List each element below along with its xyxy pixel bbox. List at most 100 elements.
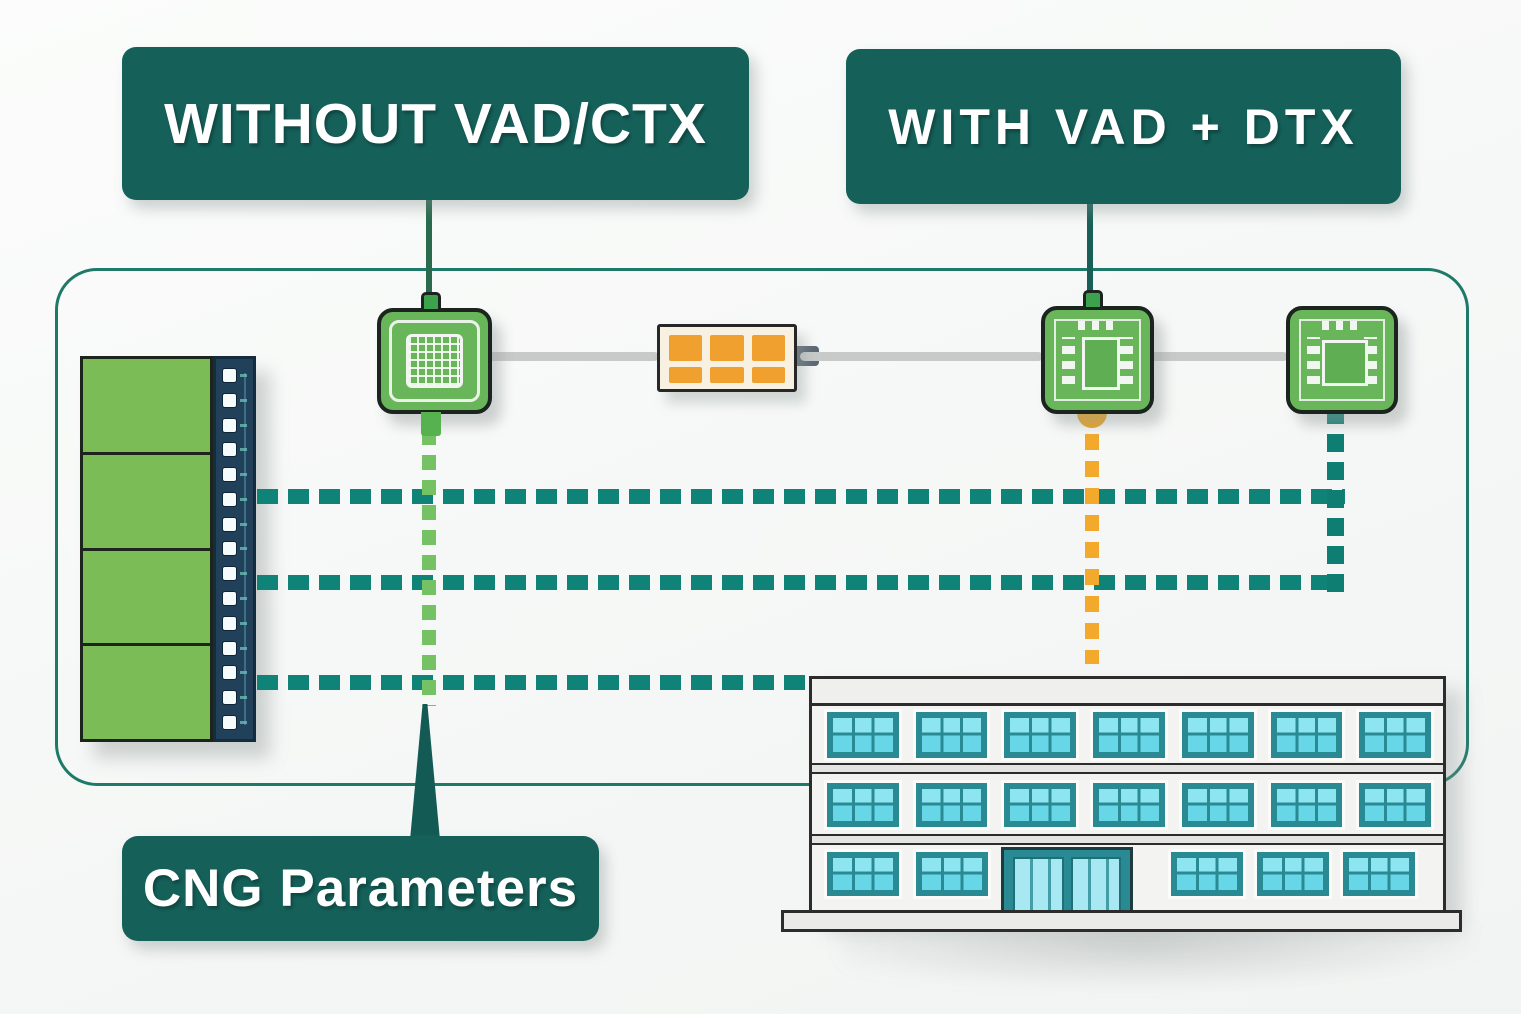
chip-pads	[1306, 337, 1321, 384]
window-glass	[1177, 858, 1237, 890]
rack-led-console	[213, 356, 256, 742]
chip-core	[1081, 337, 1121, 390]
noise-frame-cell	[751, 335, 785, 361]
chip-pads	[1061, 337, 1076, 384]
office-building-icon	[781, 670, 1501, 990]
window-icon	[1004, 712, 1077, 758]
window-glass	[1099, 718, 1159, 752]
chip-pads	[1077, 321, 1118, 330]
with-title-connector-line	[1087, 204, 1093, 310]
rack-led-icon	[223, 567, 247, 581]
window-icon	[1171, 852, 1243, 896]
window-glass	[1187, 718, 1248, 752]
window-glass	[1365, 718, 1426, 752]
chip-core	[1322, 340, 1368, 386]
building-door	[1001, 847, 1133, 910]
window-icon	[916, 852, 988, 896]
window-icon	[827, 852, 899, 896]
building-floor2-windows	[827, 783, 1432, 827]
window-glass	[1010, 789, 1071, 821]
wire-decoder-to-output	[1147, 352, 1288, 361]
wire-encoder-to-noise	[478, 352, 659, 361]
diagram-container-frame	[55, 268, 1469, 786]
noise-frame-cell	[710, 367, 744, 383]
window-icon	[827, 783, 899, 827]
rack-led-icon	[223, 492, 247, 506]
rack-led-icon	[223, 468, 247, 482]
door-glass-pane	[1013, 857, 1064, 910]
window-icon	[915, 783, 988, 827]
window-glass	[1010, 718, 1071, 752]
window-glass	[1276, 718, 1337, 752]
chip-circuit-pattern	[1299, 319, 1385, 401]
title-with-vad-dtx: WITH VAD + DTX	[846, 49, 1401, 204]
chip-pads	[1322, 321, 1362, 330]
rack-led-icon	[223, 418, 247, 432]
chip-circuit-pattern	[389, 320, 480, 402]
rack-led-icon	[223, 393, 247, 407]
window-glass	[922, 858, 982, 890]
noise-frame-cell	[710, 335, 744, 361]
audio-source-rack-icon	[80, 356, 256, 742]
window-glass	[1349, 858, 1409, 890]
building-parapet	[812, 679, 1443, 706]
window-icon	[1181, 783, 1254, 827]
rack-panels	[80, 356, 213, 742]
chip-top-pin	[1083, 290, 1103, 307]
window-glass	[921, 789, 982, 821]
window-glass	[1276, 789, 1337, 821]
title-without-vad-ctx-label: WITHOUT VAD/CTX	[164, 91, 707, 156]
rack-led-icon	[223, 691, 247, 705]
rack-panel	[80, 451, 213, 551]
window-icon	[1181, 712, 1254, 758]
chip-pads	[1119, 337, 1134, 384]
window-icon	[1004, 783, 1077, 827]
chip-circuit-pattern	[1054, 319, 1141, 401]
rack-led-icon	[223, 616, 247, 630]
door-glass-pane	[1070, 857, 1121, 910]
chip-top-pin	[421, 292, 441, 309]
rack-led-icon	[223, 715, 247, 729]
window-icon	[1270, 783, 1343, 827]
building-base	[781, 910, 1462, 932]
noise-frame-cell	[751, 367, 785, 383]
window-glass	[1099, 789, 1159, 821]
rack-panel	[80, 356, 213, 455]
title-without-vad-ctx: WITHOUT VAD/CTX	[122, 47, 749, 200]
rack-led-icon	[223, 641, 247, 655]
rack-led-icon	[223, 666, 247, 680]
window-icon	[1359, 712, 1432, 758]
window-glass	[1187, 789, 1248, 821]
wire-noise-to-decoder	[800, 352, 1043, 361]
building-floor-band	[812, 834, 1443, 845]
window-icon	[1093, 783, 1165, 827]
window-glass	[921, 718, 982, 752]
teal-dashed-line-bottom	[257, 675, 809, 690]
building-floor-band	[812, 763, 1443, 774]
comfort-noise-frames-icon	[657, 324, 797, 392]
window-icon	[1093, 712, 1165, 758]
without-title-connector-line	[426, 200, 432, 312]
encoder-chip-icon	[377, 292, 492, 436]
cng-parameters-label: CNG Parameters	[142, 859, 579, 918]
window-glass	[833, 858, 893, 890]
building-body	[809, 676, 1446, 916]
window-icon	[1257, 852, 1329, 896]
chip-core-grid	[406, 334, 463, 388]
window-icon	[1270, 712, 1343, 758]
window-icon	[1343, 852, 1415, 896]
rack-panel	[80, 643, 213, 742]
noise-frame-cell	[669, 335, 703, 361]
teal-dashed-line-output-chip	[1327, 406, 1344, 592]
teal-dashed-line-top	[257, 489, 1345, 504]
orange-dashed-line-decoder	[1085, 434, 1099, 664]
rack-led-icon	[223, 517, 247, 531]
rack-led-icon	[223, 443, 247, 457]
rack-panel	[80, 547, 213, 647]
output-chip-icon	[1286, 306, 1398, 414]
window-glass	[1263, 858, 1323, 890]
green-dashed-line-cng	[422, 430, 436, 706]
rack-led-icon	[223, 369, 247, 382]
window-glass	[1365, 789, 1426, 821]
